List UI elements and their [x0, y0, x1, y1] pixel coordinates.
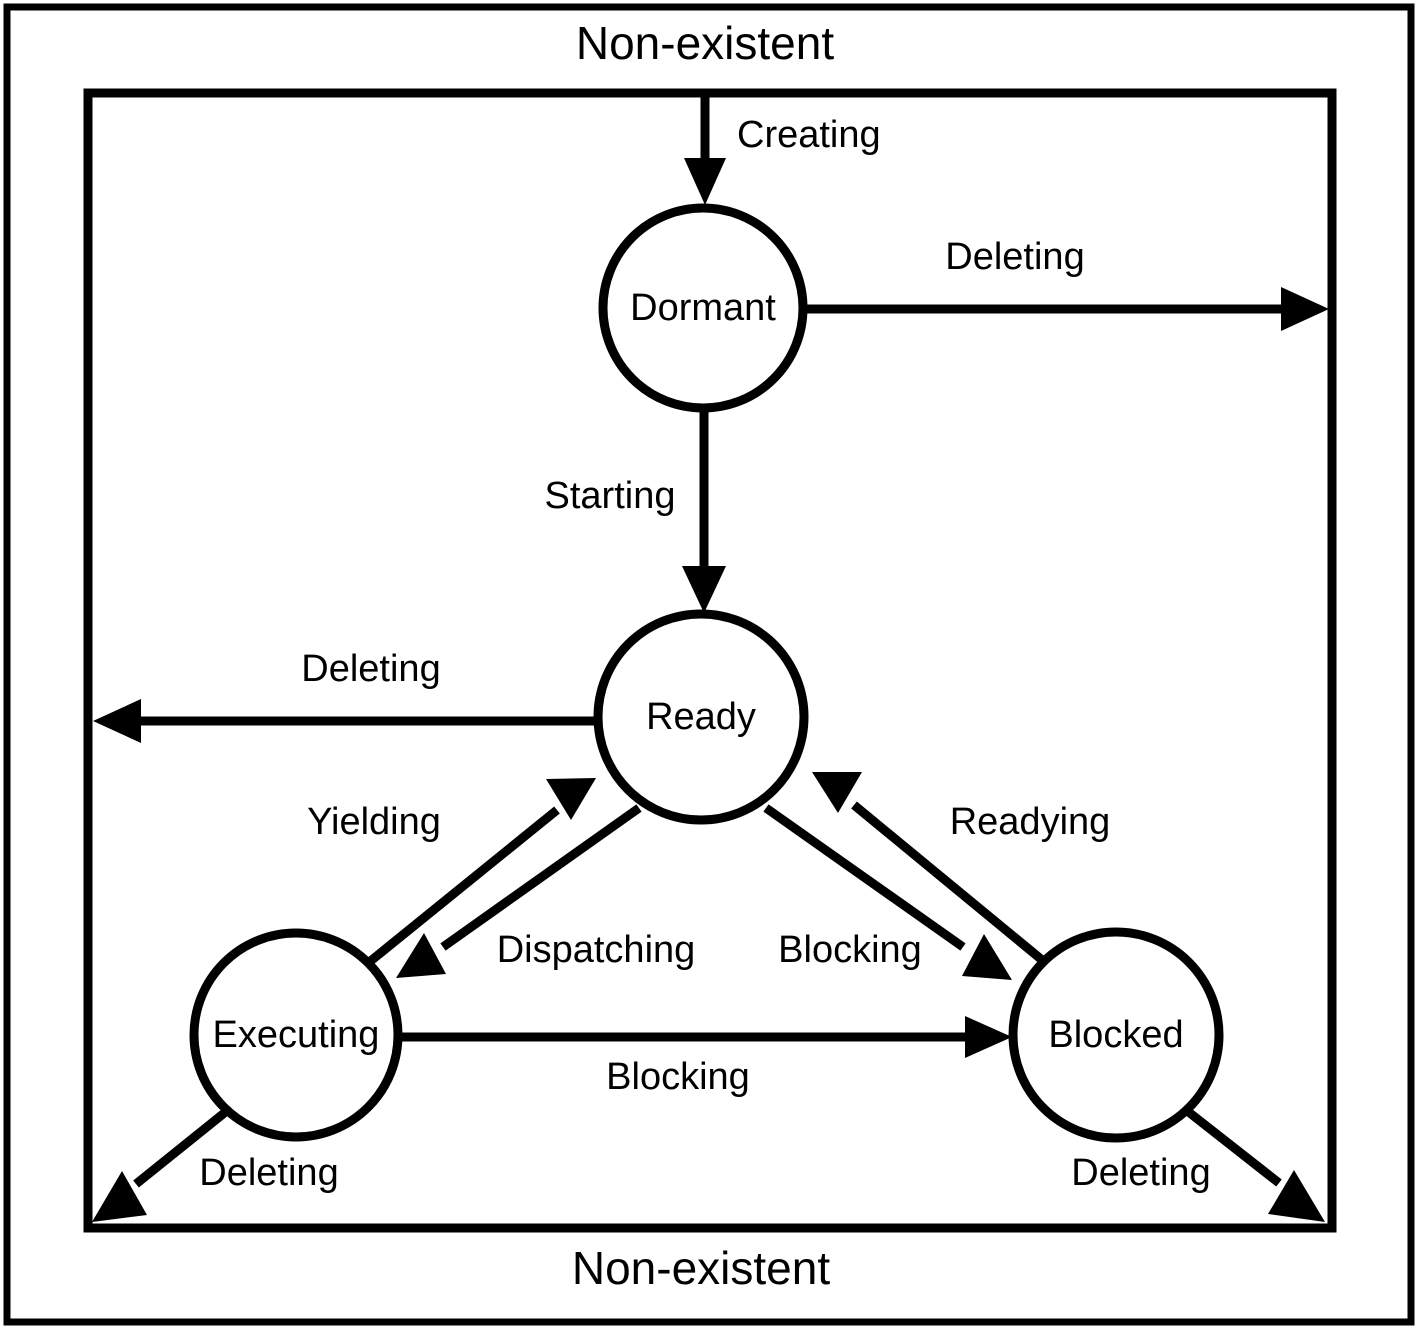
- state-label-ready: Ready: [646, 696, 756, 738]
- edge-ready-deleting-arrowhead: [93, 699, 141, 743]
- edge-blocking-executing-arrowhead: [965, 1016, 1012, 1058]
- edge-readying-arrowhead: [812, 772, 862, 813]
- edge-executing-deleting: Deleting: [92, 1106, 339, 1222]
- edge-ready-deleting: Deleting: [93, 648, 597, 743]
- edge-yielding-arrowhead: [546, 778, 596, 820]
- state-circle-ready: [593, 609, 809, 825]
- state-node-blocked[interactable]: Blocked: [1008, 927, 1224, 1143]
- region-label-top: Non-existent: [576, 17, 834, 69]
- state-node-dormant[interactable]: Dormant: [598, 203, 808, 413]
- edge-blocking-ready-line: [763, 804, 966, 951]
- edge-label-blocking-ready: Blocking: [778, 929, 922, 971]
- edge-dormant-deleting-arrowhead: [1281, 287, 1329, 331]
- state-label-executing: Executing: [213, 1014, 380, 1056]
- state-node-ready[interactable]: Ready: [593, 609, 809, 825]
- edge-blocked-deleting-line: [1183, 1106, 1282, 1187]
- edge-label-ready-deleting: Deleting: [301, 648, 440, 690]
- edge-blocking-ready-arrowhead: [962, 934, 1012, 980]
- outer-frame-border: [3, 3, 1415, 1326]
- edge-label-executing-deleting: Deleting: [199, 1152, 338, 1194]
- edge-starting-arrowhead: [682, 566, 726, 613]
- edge-readying: Readying: [812, 772, 1111, 973]
- existing-region-box: [83, 88, 1337, 1233]
- edge-blocking-executing: Blocking: [400, 1016, 1012, 1098]
- edge-readying-line: [851, 801, 1056, 973]
- edge-label-blocked-deleting: Deleting: [1071, 1152, 1210, 1194]
- edge-yielding: Yielding: [307, 778, 596, 976]
- edge-creating: Creating: [684, 95, 881, 205]
- state-label-blocked: Blocked: [1048, 1014, 1183, 1056]
- edge-dispatching: Dispatching: [396, 804, 696, 978]
- edge-dormant-deleting: Deleting: [806, 236, 1329, 331]
- edge-label-creating: Creating: [737, 114, 881, 156]
- edge-label-yielding: Yielding: [307, 801, 441, 843]
- edge-dispatching-arrowhead: [396, 933, 446, 978]
- state-circle-executing: [189, 928, 403, 1142]
- edge-label-starting: Starting: [545, 475, 676, 517]
- region-label-bottom: Non-existent: [572, 1242, 830, 1294]
- edge-yielding-line: [354, 806, 560, 976]
- edge-label-dormant-deleting: Deleting: [945, 236, 1084, 278]
- state-node-executing[interactable]: Executing: [189, 928, 403, 1142]
- edge-dispatching-line: [440, 804, 642, 951]
- edge-blocked-deleting: Deleting: [1071, 1106, 1325, 1222]
- edge-label-dispatching: Dispatching: [497, 929, 696, 971]
- edge-executing-deleting-arrowhead: [92, 1171, 147, 1222]
- edge-blocking-ready: Blocking: [763, 804, 1012, 980]
- state-circle-dormant: [598, 203, 808, 413]
- edge-starting: Starting: [545, 410, 726, 613]
- edge-creating-arrowhead: [684, 158, 726, 205]
- edge-blocked-deleting-arrowhead: [1268, 1170, 1325, 1222]
- state-label-dormant: Dormant: [630, 287, 776, 329]
- state-circle-blocked: [1008, 927, 1224, 1143]
- edge-executing-deleting-line: [133, 1106, 231, 1188]
- edge-label-readying: Readying: [950, 801, 1111, 843]
- edge-label-blocking-executing: Blocking: [606, 1056, 750, 1098]
